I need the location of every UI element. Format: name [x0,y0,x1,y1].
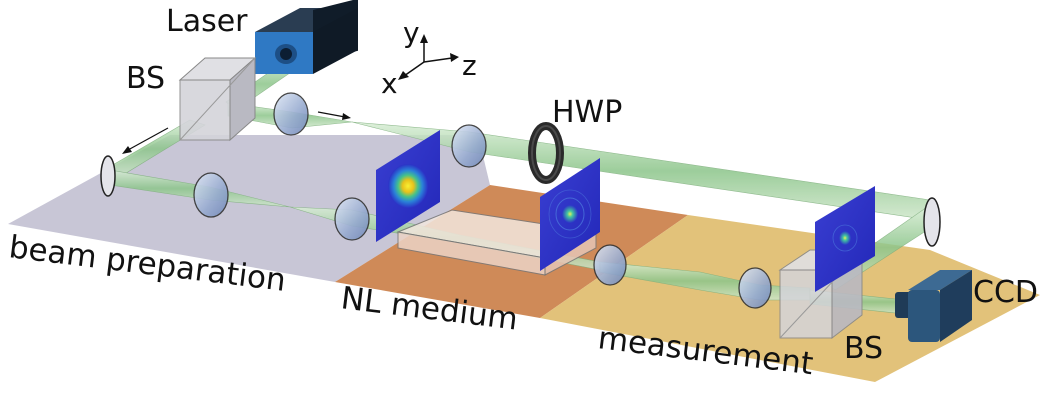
axis-triad [398,34,459,80]
mirror-right [923,197,941,247]
axis-z-label: z [462,49,477,82]
lens-6 [738,267,772,309]
direction-arrow-left [122,127,169,154]
bs-top-label: BS [126,61,165,96]
lens-5 [593,244,627,286]
hwp-label: HWP [552,95,622,130]
profile-screen-2 [540,158,600,271]
profile-screen-1 [376,130,440,242]
lens-2 [451,124,487,168]
beam-splitter-top [178,56,257,142]
lens-3 [193,172,229,218]
ccd-label: CCD [973,275,1038,310]
half-wave-plate [528,122,564,184]
laser-label: Laser [166,4,248,39]
mirror-left [100,155,116,197]
profile-screen-3 [815,186,875,292]
axis-x-label: x [381,67,398,100]
axis-y-label: y [403,16,420,49]
lens-4 [334,197,370,241]
lens-1 [273,92,309,136]
laser [255,0,358,74]
ccd-camera [895,270,972,342]
direction-arrow-right [317,111,351,120]
bs-bottom-label: BS [844,331,883,366]
